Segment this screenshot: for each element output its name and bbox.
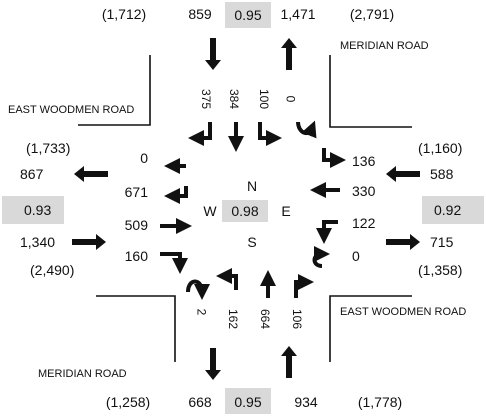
south-movement-3: 664 <box>258 308 273 330</box>
east-out-volume: 715 <box>430 234 454 250</box>
west-total-bottom: (2,490) <box>30 262 75 278</box>
compass-west: W <box>203 203 217 219</box>
center-phf: 0.98 <box>231 203 259 219</box>
south-movement-1: 2 <box>194 308 209 316</box>
south-out-volume: 668 <box>188 394 212 410</box>
south-total-left: (1,258) <box>105 394 151 410</box>
wb-uturn-arrow <box>312 246 330 268</box>
road-label-east-woodmen-left: EAST WOODMEN ROAD <box>8 104 135 116</box>
east-movement-4: 0 <box>352 248 360 264</box>
west-out-arrow <box>74 166 108 182</box>
west-movement-2: 671 <box>124 184 148 200</box>
north-in-arrow <box>281 38 297 70</box>
south-movement-2: 162 <box>226 308 241 330</box>
west-in-volume: 1,340 <box>20 234 56 250</box>
west-phf: 0.93 <box>24 202 52 218</box>
nb-right-arrow <box>188 122 212 146</box>
east-phf-box <box>422 196 484 224</box>
west-in-arrow <box>72 234 106 250</box>
east-movement-1: 136 <box>352 153 376 169</box>
road-label-meridian-top: MERIDIAN ROAD <box>340 40 429 52</box>
east-in-volume: 588 <box>430 166 454 182</box>
road-label-east-woodmen-right: EAST WOODMEN ROAD <box>340 306 467 318</box>
compass-north: N <box>246 178 258 194</box>
west-movement-1: 0 <box>140 150 148 166</box>
south-phf: 0.95 <box>234 394 262 410</box>
south-phf-box <box>225 388 271 414</box>
nb-right-arrow-s <box>294 274 314 298</box>
north-total-right: (2,791) <box>349 6 395 22</box>
east-total-bottom: (1,358) <box>418 262 463 278</box>
compass-south: S <box>247 234 257 250</box>
north-movement-4: 0 <box>283 95 298 103</box>
nb-left-arrow <box>216 268 238 290</box>
south-movement-4: 106 <box>290 308 305 330</box>
north-out-volume: 859 <box>188 6 212 22</box>
south-in-arrow <box>281 346 297 378</box>
north-movement-1: 375 <box>199 88 214 110</box>
curb-se <box>329 295 412 362</box>
eb-right-arrow <box>160 252 188 274</box>
north-movement-3: 100 <box>257 88 272 110</box>
north-in-volume: 1,471 <box>280 6 316 22</box>
east-total-top: (1,160) <box>418 140 463 156</box>
nb-uturn-arrow <box>186 279 210 300</box>
west-movement-3: 509 <box>124 217 148 233</box>
eb-left-arrow <box>164 186 188 204</box>
east-phf: 0.92 <box>434 202 462 218</box>
south-out-arrow <box>205 348 221 380</box>
sb-left-arrow <box>258 122 282 146</box>
curb-ne <box>329 55 412 128</box>
east-movement-2: 330 <box>352 183 376 199</box>
wb-left-arrow <box>316 220 338 244</box>
west-phf-box <box>2 196 64 224</box>
sb-uturn-arrow <box>296 120 317 139</box>
south-total-right: (1,778) <box>357 394 403 410</box>
south-in-volume: 934 <box>294 394 318 410</box>
curb-nw <box>78 55 151 126</box>
north-total-left: (1,712) <box>101 6 147 22</box>
north-out-arrow <box>205 38 221 70</box>
north-phf-box <box>225 2 271 28</box>
west-total-top: (1,733) <box>26 140 71 156</box>
wb-right-arrow <box>322 148 346 168</box>
compass-east: E <box>281 203 291 219</box>
east-out-arrow <box>386 234 420 250</box>
north-movement-2: 384 <box>227 88 242 110</box>
curb-sw <box>96 295 176 362</box>
east-in-arrow <box>386 166 420 182</box>
road-label-meridian-bottom: MERIDIAN ROAD <box>38 368 127 380</box>
east-movement-3: 122 <box>352 215 376 231</box>
west-out-volume: 867 <box>20 166 44 182</box>
center-phf-box <box>222 200 268 222</box>
west-movement-4: 160 <box>124 248 148 264</box>
north-phf: 0.95 <box>234 7 262 23</box>
